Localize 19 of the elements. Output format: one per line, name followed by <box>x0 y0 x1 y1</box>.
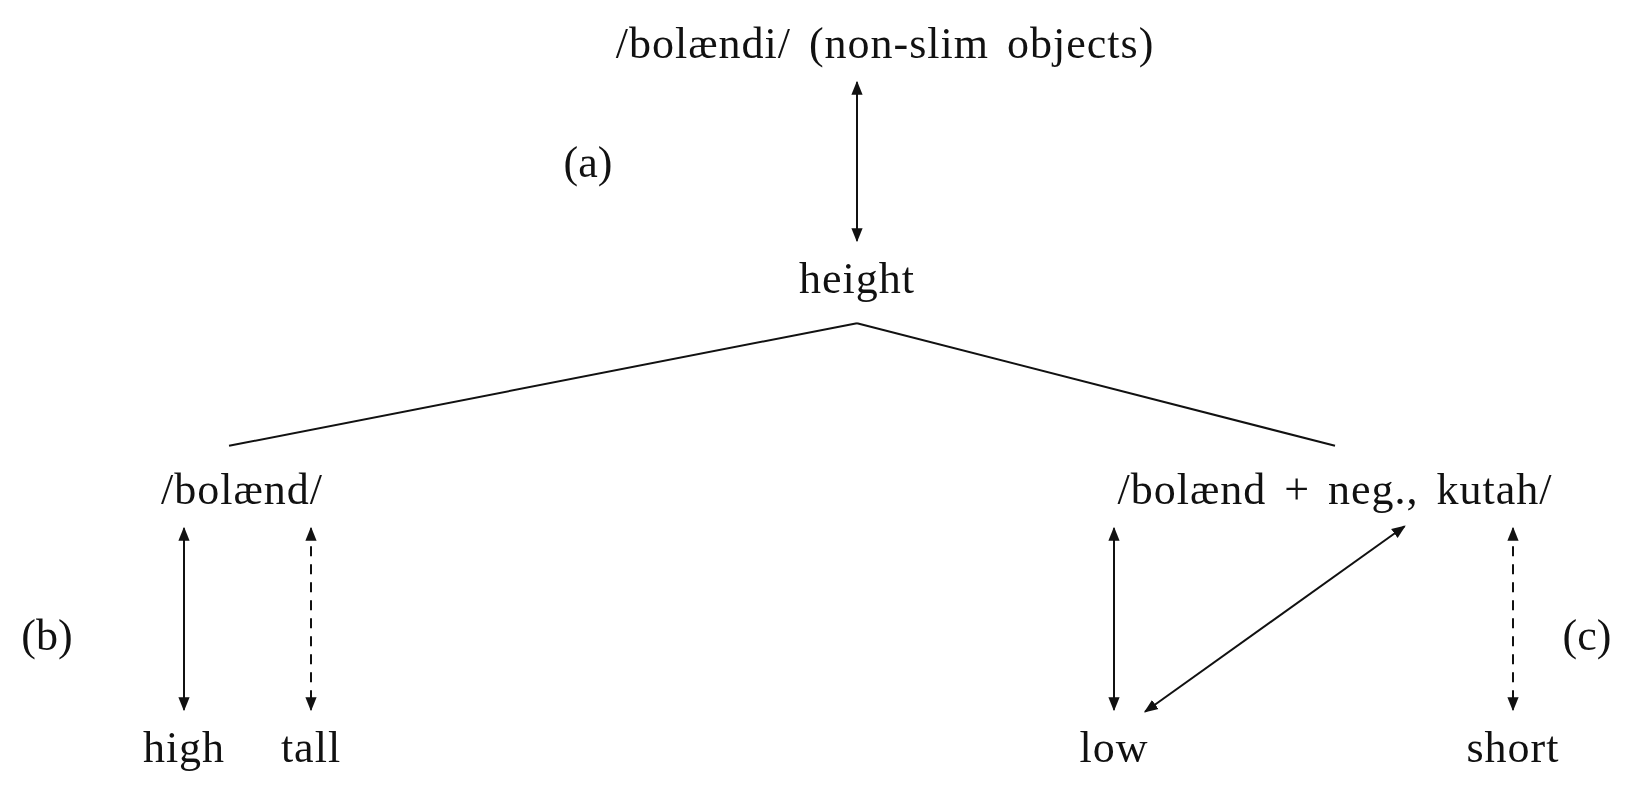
term-label: /bolændi/ (non-slim objects) <box>615 19 1155 69</box>
term-label: /bolænd + neg., kutah/ <box>1117 465 1553 515</box>
term-label: low <box>1079 723 1149 773</box>
double-arrow <box>1108 526 1120 712</box>
panel-letter: (b) <box>21 611 73 661</box>
double-arrow <box>1507 526 1519 712</box>
panel-letter: (a) <box>563 138 613 188</box>
connector-line <box>856 322 1336 447</box>
panel-letter: (c) <box>1562 611 1612 661</box>
term-label: high <box>142 723 226 773</box>
term-label: tall <box>280 723 342 773</box>
double-arrow <box>305 526 317 712</box>
term-label: height <box>799 254 915 304</box>
double-arrow <box>1143 525 1406 713</box>
term-label: short <box>1466 723 1560 773</box>
term-label: /bolænd/ <box>161 465 323 515</box>
double-arrow <box>851 80 863 243</box>
connector-line <box>228 322 858 447</box>
double-arrow <box>178 526 190 712</box>
